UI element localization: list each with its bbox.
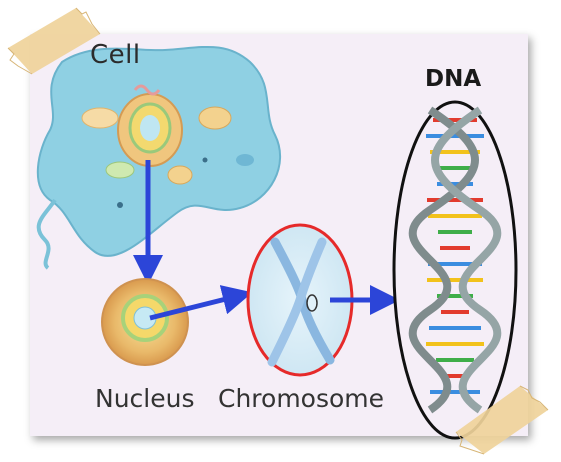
dna-strand-a <box>408 106 479 414</box>
dna-base-pairs <box>426 118 484 394</box>
nucleus-label: Nucleus <box>95 384 195 413</box>
cell-tail <box>36 198 57 270</box>
cell-label: Cell <box>90 40 141 70</box>
organelle <box>198 106 232 130</box>
arrow-nucleus-to-chromosome <box>149 285 253 321</box>
organelle <box>236 154 254 166</box>
tape-bottom-right <box>455 385 549 455</box>
organelle <box>202 157 208 163</box>
nucleus-illustration <box>101 278 189 366</box>
cell-illustration <box>36 46 281 270</box>
organelle <box>81 107 119 129</box>
chromosome-label: Chromosome <box>218 384 385 413</box>
organelle <box>167 165 193 185</box>
organelle <box>105 161 135 179</box>
dna-label: DNA <box>425 66 482 92</box>
chromosome-illustration <box>246 223 354 377</box>
dna-illustration <box>392 100 518 440</box>
dna-strand-b <box>431 106 502 414</box>
organelle <box>117 202 123 208</box>
cell-nucleolus <box>140 115 160 141</box>
chromatid <box>267 237 327 367</box>
tape-top-left <box>7 7 101 75</box>
centromere-marker <box>306 294 318 312</box>
organelle <box>133 84 161 96</box>
